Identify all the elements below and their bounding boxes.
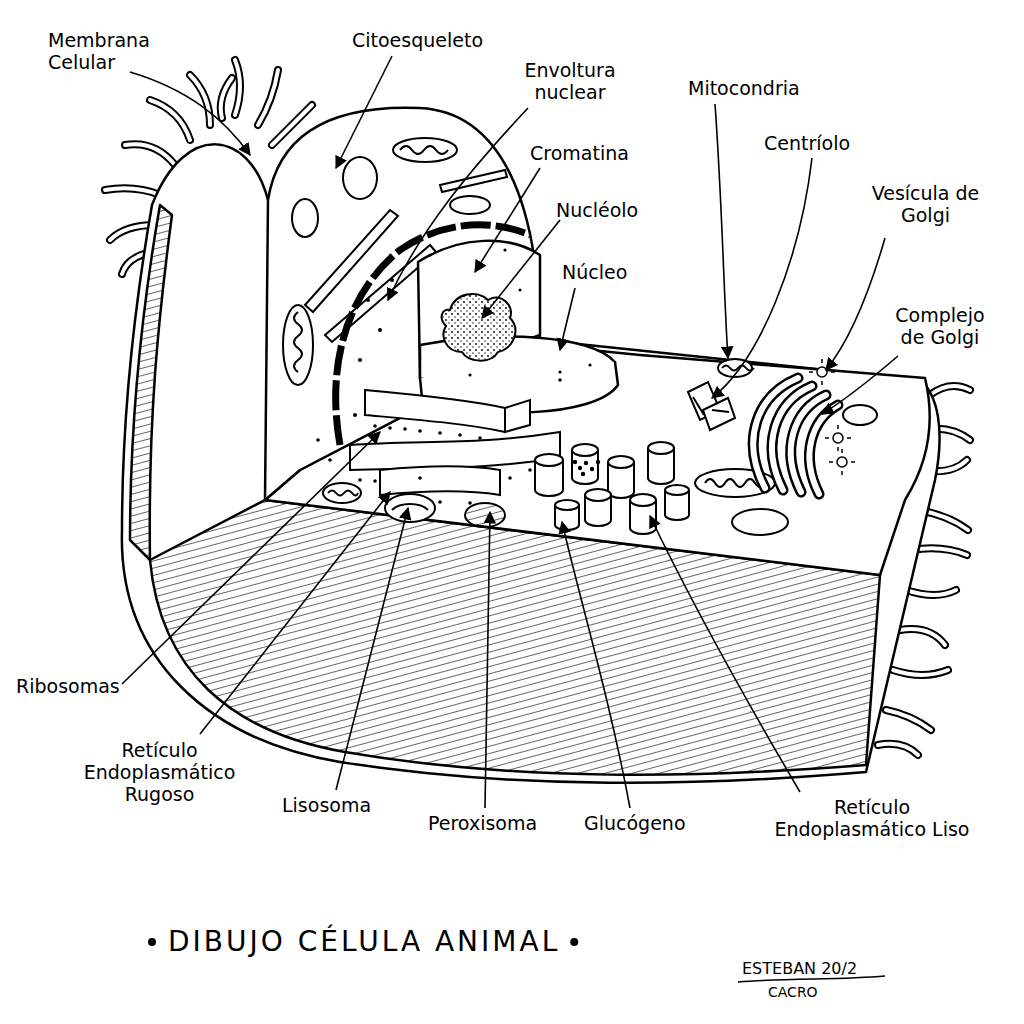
diagram-title: DIBUJO CÉLULA ANIMAL <box>168 926 560 958</box>
part-label: Núcleo <box>562 262 627 284</box>
part-label: Retículo Endoplasmático Liso <box>772 797 972 841</box>
part-label: Ribosomas <box>16 676 120 698</box>
part-label: Retículo Endoplasmático Rugoso <box>62 740 257 806</box>
part-label: Lisosoma <box>282 795 371 817</box>
part-label: Membrana Celular <box>48 30 160 74</box>
signature: CACRO <box>768 984 818 1000</box>
part-label: Cromatina <box>530 143 629 165</box>
part-label: Glucógeno <box>584 813 686 835</box>
part-label: Mitocondria <box>688 78 800 100</box>
part-label: Citoesqueleto <box>352 30 483 52</box>
part-label: Envoltura nuclear <box>516 60 624 104</box>
part-label: Vesícula de Golgi <box>858 183 993 227</box>
part-label: Complejo de Golgi <box>884 305 996 349</box>
part-label: Nucléolo <box>556 200 638 222</box>
signature: ESTEBAN 20/2 <box>742 960 857 978</box>
part-label: Peroxisoma <box>428 813 537 835</box>
part-label: Centríolo <box>764 133 850 155</box>
